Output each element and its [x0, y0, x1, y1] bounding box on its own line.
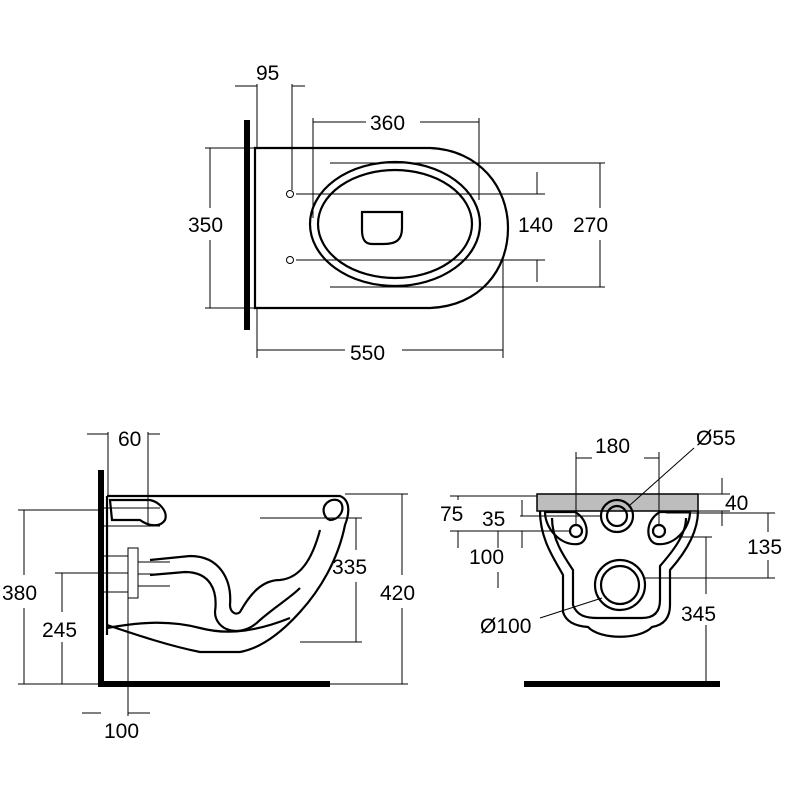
dim-d55-label: Ø55: [696, 427, 736, 450]
rear-outlet-inner: [599, 564, 641, 606]
dim-d100-label: Ø100: [480, 615, 531, 638]
rear-fixing-hole-right: [651, 523, 667, 539]
top-rim-outer: [308, 160, 482, 288]
dim-95-label: 95: [256, 62, 279, 85]
rear-top-flange: [536, 493, 699, 512]
side-bowl-outer: [106, 494, 350, 654]
rear-outlet-outer: [593, 558, 647, 612]
rear-lug-left: [543, 510, 588, 546]
dim-75-label: 75: [440, 503, 463, 526]
top-fixing-hole-upper: [286, 190, 294, 198]
dim-d55-leader: [629, 447, 695, 506]
dim-360-label: 360: [370, 112, 405, 135]
dim-380-label: 380: [2, 582, 37, 605]
dim-35-label: 35: [482, 508, 505, 531]
rear-inlet-inner: [605, 504, 629, 528]
dim-180-label: 180: [595, 435, 630, 458]
top-view: 95 360 350 140 270 550: [188, 62, 608, 365]
dim-100-side-label: 100: [104, 720, 139, 743]
side-water-line: [106, 616, 291, 633]
top-bowl-outline: [253, 146, 510, 310]
rear-view: 180 Ø55 75 35 40 100 135 Ø100 345: [440, 427, 782, 687]
dim-60-label: 60: [118, 428, 141, 451]
dim-270-label: 270: [573, 214, 608, 237]
side-trap: [149, 529, 322, 615]
side-rim-front: [322, 498, 344, 522]
rear-fixing-hole-left: [568, 523, 584, 539]
dim-420-label: 420: [380, 582, 415, 605]
top-drain: [360, 210, 404, 246]
dim-140-label: 140: [518, 214, 553, 237]
dim-40-label: 40: [725, 492, 748, 515]
rear-inlet-outer: [599, 498, 635, 534]
top-rim-inner: [316, 168, 474, 280]
dim-335-label: 335: [332, 556, 367, 579]
dim-345-label: 345: [681, 603, 716, 626]
side-view: 60 380 245 335 420 100: [2, 428, 415, 743]
dim-100-rear-label: 100: [469, 546, 504, 569]
rear-lug-right: [647, 510, 692, 546]
rear-body-outline: [538, 510, 700, 638]
side-outlet-flange: [127, 547, 139, 599]
side-rim-back: [108, 498, 167, 527]
rear-body-inner: [550, 517, 688, 620]
dim-245-label: 245: [42, 619, 77, 642]
dim-d100-leader: [539, 597, 603, 619]
side-trap-inner: [149, 570, 301, 632]
top-fixing-hole-lower: [286, 256, 294, 264]
dim-135-label: 135: [747, 536, 782, 559]
dim-350-label: 350: [188, 214, 223, 237]
dim-550-label: 550: [350, 342, 385, 365]
